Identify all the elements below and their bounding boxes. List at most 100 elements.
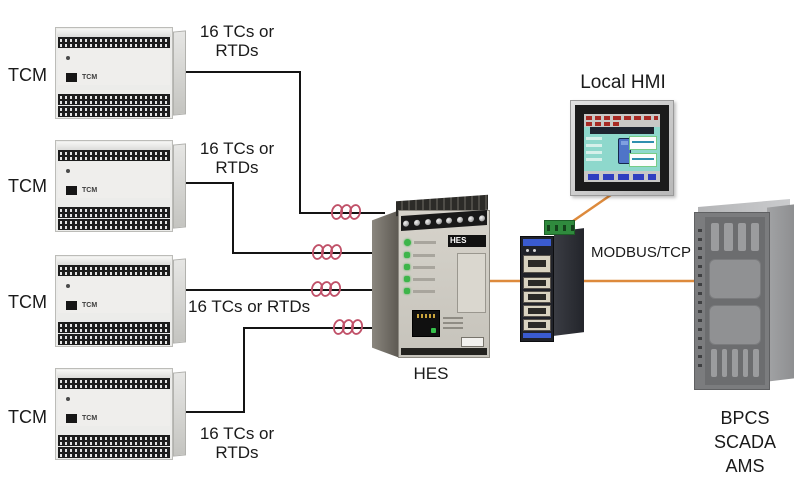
wire-label-3: 16 TCs or RTDs [188, 297, 311, 316]
server-caption: BPCS SCADA AMS [693, 406, 797, 478]
tcm-face-text: TCM [82, 415, 98, 422]
rating-sticker [461, 337, 484, 347]
port-pins [417, 314, 435, 318]
server-tower [694, 198, 794, 392]
isolation-coil-icon [311, 244, 343, 260]
hmi-monitor [570, 100, 674, 196]
wire-tcm2-hes [170, 182, 385, 254]
terminal-strip [58, 322, 170, 333]
ethernet-port [523, 291, 551, 303]
tcm-side-panel [173, 371, 186, 457]
link-led [431, 328, 436, 333]
status-led [66, 397, 70, 401]
tcm-body: TCM [55, 27, 173, 119]
hes-caption: HES [413, 364, 449, 383]
terminal-strip [58, 207, 170, 218]
wire-label-4: 16 TCs or RTDs [189, 424, 285, 462]
isolation-coil-icon [310, 281, 342, 297]
hes-logo: HES [448, 235, 486, 247]
isolation-coil-icon [330, 204, 362, 220]
ethernet-links [475, 188, 700, 283]
wire-label-line: RTDs [215, 158, 259, 177]
hmi-trend-chart [629, 136, 657, 150]
status-led [66, 56, 70, 60]
tcm-top-edge [57, 29, 171, 37]
status-leds [404, 239, 436, 300]
tcm-logo [66, 73, 77, 82]
vent-slots-top [711, 223, 759, 251]
tcm-label-2: TCM [8, 176, 47, 196]
ethernet-switch [520, 220, 584, 342]
label-panel [457, 253, 486, 313]
tcm-faceplate: TCM [58, 49, 170, 85]
tcm-faceplate: TCM [58, 390, 170, 426]
hes-module: HES [372, 194, 490, 370]
tcm-body: TCM [55, 368, 173, 460]
hmi-softkey-row [584, 171, 660, 182]
wire-label-line: RTDs [215, 41, 259, 60]
switch-leds [526, 249, 551, 252]
tcm-logo [66, 301, 77, 310]
tcm-label-4: TCM [8, 407, 47, 427]
tcm-module-1: TCM [55, 27, 186, 119]
server-caption-line: SCADA [713, 432, 776, 452]
tcm-label-3: TCM [8, 292, 47, 312]
switch-bottom-strip [523, 333, 551, 338]
wire-label-line: 16 TCs or [199, 139, 275, 158]
terminal-strip [58, 334, 170, 345]
hmi-vessel-graphic [618, 138, 631, 164]
status-led [66, 284, 70, 288]
tcm-module-4: TCM [55, 368, 186, 460]
isolation-coils [310, 204, 364, 335]
wire-tcm4-hes [170, 327, 385, 413]
terminal-block [401, 209, 487, 232]
switch-faceplate [520, 236, 554, 342]
tcm-side-panel [173, 143, 186, 229]
server-caption-line: BPCS [720, 408, 770, 428]
tcm-label-1: TCM [8, 65, 47, 85]
isolation-coil-icon [332, 319, 364, 335]
power-terminal [544, 220, 575, 235]
server-front [694, 212, 770, 390]
hmi-bezel [575, 105, 669, 191]
ethernet-port [523, 255, 551, 273]
hmi-mini-diagram [586, 137, 602, 163]
ethernet-port [523, 277, 551, 289]
wire-label-line: 16 TCs or [199, 22, 275, 41]
wire-label-line: RTDs [215, 443, 259, 462]
wire-label-2: 16 TCs or RTDs [189, 139, 285, 177]
terminal-strip [58, 94, 170, 105]
terminal-strip [58, 378, 170, 389]
switch-side-panel [554, 228, 584, 336]
hmi-button-bar [584, 114, 660, 127]
hes-faceplate: HES [398, 209, 490, 358]
terminal-strip [58, 37, 170, 48]
tcm-body: TCM [55, 255, 173, 347]
ethernet-port [523, 305, 551, 317]
hmi-process-view [584, 134, 660, 171]
wire-label-line: 16 TCs or [199, 424, 275, 443]
ethernet-port [412, 310, 440, 337]
tcm-logo [66, 414, 77, 423]
terminal-strip [58, 106, 170, 117]
server-side-panel [767, 204, 794, 382]
wire-label-1: 16 TCs or RTDs [189, 22, 285, 60]
terminal-strip [58, 265, 170, 276]
port-text-lines [443, 317, 463, 331]
bottom-terminal [401, 348, 487, 355]
modbus-label: MODBUS/TCP [591, 244, 692, 261]
terminal-strip [58, 219, 170, 230]
vent-dots [698, 229, 702, 369]
hmi-screen [584, 114, 660, 182]
tcm-faceplate: TCM [58, 162, 170, 198]
tcm-face-text: TCM [82, 187, 98, 194]
hmi-trend-chart [629, 153, 657, 167]
server-panel [705, 217, 765, 385]
hes-side-panel [372, 210, 400, 358]
signal-wires [170, 71, 385, 413]
tcm-face-text: TCM [82, 74, 98, 81]
drive-bay [709, 259, 761, 299]
tcm-top-edge [57, 257, 171, 265]
terminal-strip [58, 435, 170, 446]
